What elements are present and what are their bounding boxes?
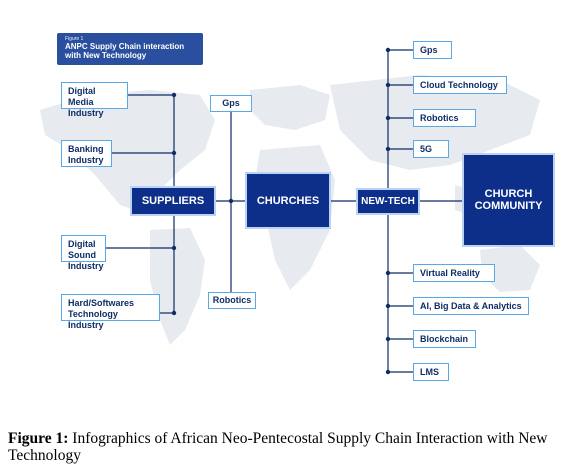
junction-dot [228,198,234,204]
right-item-robotics: Robotics [413,109,476,127]
hub-new-tech: NEW-TECH [356,188,420,215]
junction-dot [385,336,391,342]
mid-item-robotics: Robotics [208,292,256,309]
right-item-cloud-technology: Cloud Technology [413,76,507,94]
hub-church-community: CHURCH COMMUNITY [462,153,555,247]
figure-label: Figure 1 ANPC Supply Chain interaction w… [57,33,203,65]
junction-dot [385,369,391,375]
hub-churches: CHURCHES [245,172,331,229]
right-item-lms: LMS [413,363,449,381]
junction-dot [171,150,177,156]
right-item-ai-big-data: AI, Big Data & Analytics [413,297,529,315]
junction-dot [385,47,391,53]
junction-dot [385,115,391,121]
junction-dot [385,303,391,309]
right-item-blockchain: Blockchain [413,330,476,348]
figure-caption: Figure 1: Infographics of African Neo-Pe… [8,430,578,464]
right-item-gps: Gps [413,41,452,59]
left-item-banking: Banking Industry [61,140,112,167]
right-item-5g: 5G [413,140,449,158]
left-item-hard-software: Hard/Softwares Technology Industry [61,294,160,330]
junction-dot [171,92,177,98]
caption-text: Infographics of African Neo-Pentecostal … [8,430,548,464]
figure-label-title: ANPC Supply Chain interaction with New T… [65,42,185,60]
infographic: Figure 1 ANPC Supply Chain interaction w… [40,33,555,381]
junction-dot [171,310,177,316]
left-item-digital-sound: Digital Sound Industry [61,235,106,271]
mid-item-gps: Gps [210,95,252,112]
junction-dot [385,146,391,152]
figure-label-number: Figure 1 [65,36,84,42]
caption-label: Figure 1: [8,430,69,447]
junction-dot [385,270,391,276]
left-item-digital-media: Digital Media Industry [61,82,128,118]
right-item-virtual-reality: Virtual Reality [413,264,495,282]
junction-dot [171,245,177,251]
junction-dot [385,82,391,88]
hub-suppliers: SUPPLIERS [130,186,216,216]
